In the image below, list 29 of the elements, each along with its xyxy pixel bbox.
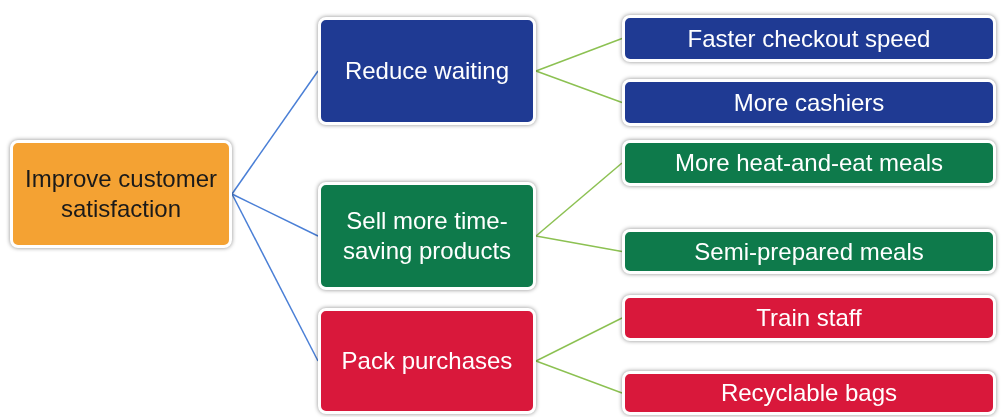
connector-line (535, 162, 623, 237)
box-label: More cashiers (733, 87, 885, 118)
process-box (622, 371, 996, 415)
process-box (622, 140, 996, 186)
box-label: More heat-and-eat meals (674, 148, 944, 178)
process-box (10, 140, 232, 248)
box-label: Pack purchases (341, 346, 513, 376)
process-box (622, 15, 996, 62)
connector-line (535, 70, 623, 104)
connector-line (231, 193, 319, 237)
process-box (622, 295, 996, 341)
connector-line (231, 193, 319, 362)
box-label: Recyclable bags (720, 378, 898, 408)
connector-line (535, 235, 623, 253)
connector-line (535, 360, 623, 394)
box-label: Semi-prepared meals (694, 236, 924, 267)
connector-line (231, 70, 319, 195)
box-label: Sell more time-saving products (341, 206, 513, 266)
process-box (622, 229, 996, 274)
box-label: Faster checkout speed (687, 23, 931, 54)
connector-line (535, 317, 623, 362)
box-label: Reduce waiting (344, 56, 510, 86)
process-box (318, 308, 536, 414)
process-box (318, 17, 536, 125)
connector-line (535, 37, 623, 72)
process-box (622, 79, 996, 126)
box-label: Improve customer satisfaction (23, 164, 219, 224)
box-label: Train staff (756, 303, 862, 333)
process-box (318, 182, 536, 290)
